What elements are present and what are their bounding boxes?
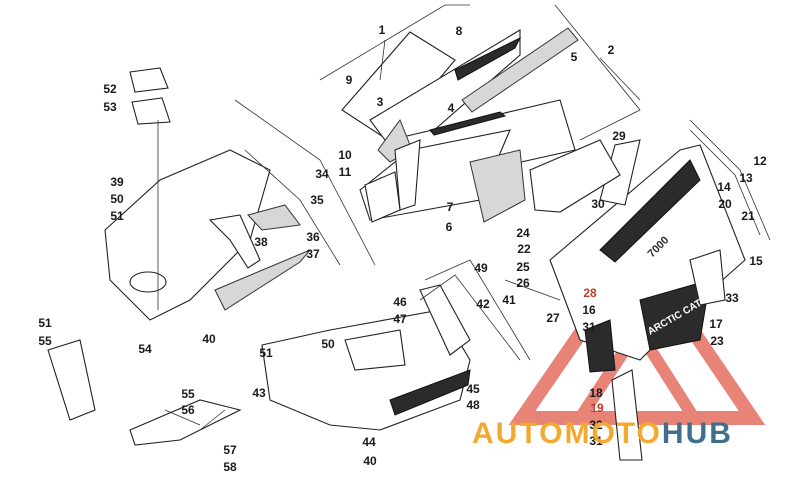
callout-45: 45: [466, 382, 480, 396]
watermark-text-part1: AUTOMOTO: [472, 417, 662, 450]
callout-35: 35: [310, 193, 324, 207]
callout-51a: 51: [110, 209, 124, 223]
hood-panel-upper: [341, 31, 456, 141]
callout-32: 32: [589, 418, 603, 432]
callout-54: 54: [138, 342, 152, 356]
headlight-gasket-2: [131, 97, 171, 125]
callout-51c: 51: [259, 346, 273, 360]
callout-37: 37: [306, 247, 320, 261]
callout-58: 58: [223, 460, 237, 474]
callout-50a: 50: [110, 192, 124, 206]
callout-23: 23: [710, 334, 724, 348]
belly-pan-stripe: [389, 369, 471, 416]
callout-8: 8: [455, 24, 463, 38]
callout-15: 15: [749, 254, 763, 268]
callout-47: 47: [393, 312, 407, 326]
callout-55a: 55: [38, 334, 52, 348]
side-decal-lower: [584, 319, 616, 373]
callout-17: 17: [709, 317, 723, 331]
headlight-gasket-1: [129, 67, 169, 93]
callout-56: 56: [181, 403, 195, 417]
callout-34: 34: [315, 167, 329, 181]
hood-assembly: [341, 27, 579, 223]
watermark-text-part2: HUB: [661, 417, 733, 450]
callout-55b: 55: [181, 387, 195, 401]
decal-stripe-upper: [599, 159, 701, 263]
hood-trim-strip: [454, 36, 522, 81]
callout-11: 11: [338, 165, 352, 179]
callout-5: 5: [570, 50, 578, 64]
callout-4: 4: [447, 101, 455, 115]
leader-lines: [157, 39, 641, 431]
windshield-seal: [461, 27, 579, 113]
group-brackets: [234, 4, 771, 361]
callout-31a: 31: [582, 320, 596, 334]
callout-44: 44: [362, 435, 376, 449]
belly-pan-side: [419, 284, 471, 356]
storage-box: [529, 139, 621, 213]
headlight-hole: [129, 271, 167, 293]
callout-53: 53: [103, 100, 117, 114]
side-panel-assembly: [529, 139, 746, 461]
callout-36: 36: [306, 230, 320, 244]
callout-10: 10: [338, 148, 352, 162]
nose-pan-pad: [214, 249, 311, 311]
callout-41: 41: [502, 293, 516, 307]
callout-40a: 40: [202, 332, 216, 346]
brand-decal-panel: [639, 279, 711, 351]
callout-38: 38: [254, 235, 268, 249]
callout-25: 25: [516, 260, 530, 274]
vent-trim: [429, 111, 507, 136]
callout-9: 9: [345, 73, 353, 87]
callout-1: 1: [378, 23, 386, 37]
callout-24: 24: [516, 226, 530, 240]
callout-2: 2: [607, 43, 615, 57]
callout-12: 12: [753, 154, 767, 168]
callout-46: 46: [393, 295, 407, 309]
lower-side-bracket: [611, 369, 643, 461]
lower-shield: [47, 339, 96, 421]
callout-21: 21: [741, 209, 755, 223]
callout-52: 52: [103, 82, 117, 96]
belly-pan-bracket: [344, 329, 406, 371]
callout-3: 3: [376, 95, 384, 109]
callout-6: 6: [445, 220, 453, 234]
callout-29: 29: [612, 129, 626, 143]
skid-bracket: [129, 399, 242, 446]
callout-49: 49: [474, 261, 488, 275]
callout-48: 48: [466, 398, 480, 412]
callout-42: 42: [476, 297, 490, 311]
side-pad-small: [247, 204, 301, 231]
watermark-text: AUTOMOTOHUB: [472, 417, 733, 451]
callout-43: 43: [252, 386, 266, 400]
mount-bracket-right: [689, 249, 726, 306]
callout-40b: 40: [363, 454, 377, 468]
callout-19: 19: [590, 401, 604, 415]
knee-pad: [469, 149, 526, 223]
callout-7: 7: [446, 200, 454, 214]
callout-16: 16: [582, 303, 596, 317]
belly-pan-assembly: [47, 284, 471, 446]
callout-18: 18: [589, 386, 603, 400]
callout-22: 22: [517, 242, 531, 256]
callout-20: 20: [718, 197, 732, 211]
callout-33: 33: [725, 291, 739, 305]
callout-14: 14: [717, 180, 731, 194]
callout-57: 57: [223, 443, 237, 457]
callout-51b: 51: [38, 316, 52, 330]
callout-27: 27: [546, 311, 560, 325]
callout-39: 39: [110, 175, 124, 189]
callout-30: 30: [591, 197, 605, 211]
callout-50b: 50: [321, 337, 335, 351]
callout-13: 13: [739, 171, 753, 185]
lower-hood-flap: [364, 171, 401, 223]
callout-28: 28: [583, 286, 597, 300]
nose-bracket: [208, 214, 261, 269]
callout-31b: 31: [589, 434, 603, 448]
hood-bracket: [394, 139, 421, 211]
callout-26: 26: [516, 276, 530, 290]
nose-pan-assembly: [104, 67, 311, 321]
